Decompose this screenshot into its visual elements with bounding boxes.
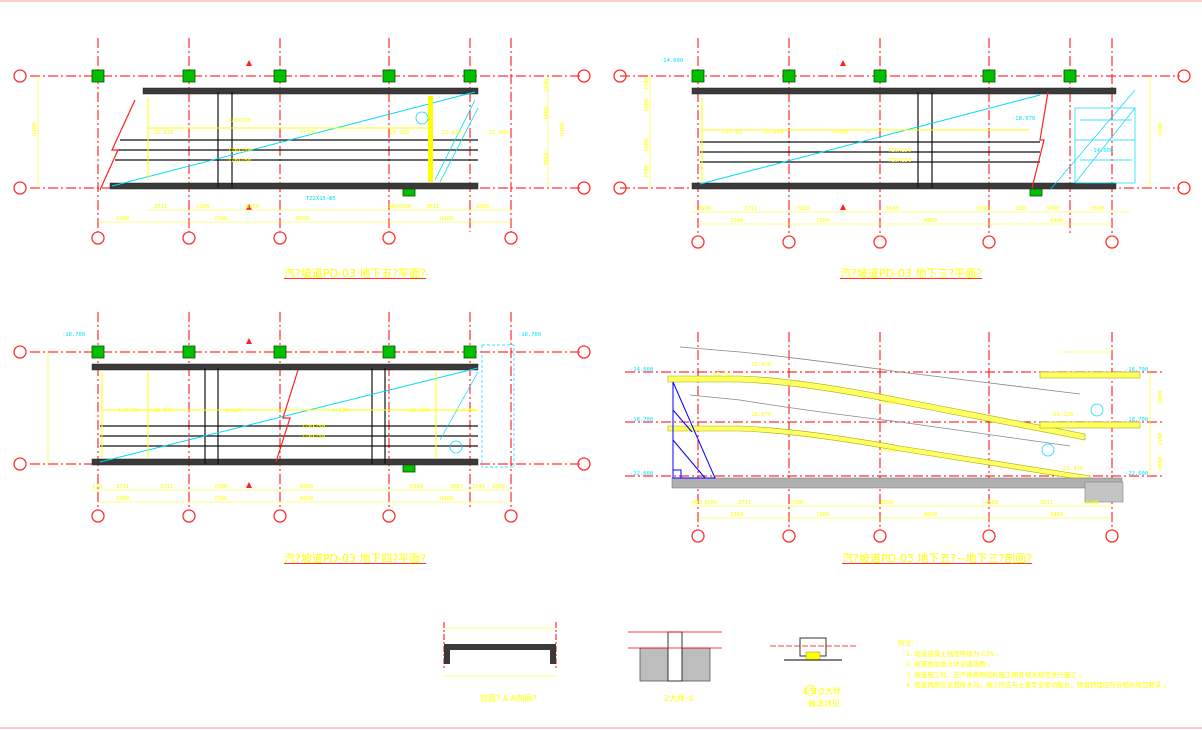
plan-b3 (613, 38, 1191, 249)
detail-1 (628, 631, 722, 682)
title-detail-2: ②节点大样 (802, 687, 842, 696)
title-plan-b3: 汽?坡道PD-03 地下三?平面? (840, 267, 983, 280)
general-notes: 附注： 1. 坡道混凝土强度等级为 C35 。 2. 坡道面层做法详见建施图 。… (898, 638, 1198, 691)
title-plan-b4: 汽?坡道PD-03 地下四?平面? (284, 552, 427, 565)
note-item: 4. 坡道两侧应设置排水沟，施工时应与土建专业密切配合，预留预埋应符合相关规范要… (906, 681, 1170, 689)
plan-b4 (13, 312, 591, 523)
title-detail-1: 2大样-① (664, 694, 696, 703)
note-item: 2. 坡道面层做法详见建施图 。 (906, 660, 995, 668)
plan-b5 (13, 38, 591, 245)
title-detail-a: 剖面? A-A剖面? (480, 694, 537, 703)
notes-heading: 附注： (898, 639, 918, 647)
note-item: 3. 坡道施工时，应严格按照结构施工图及相关规范进行施工 。 (906, 670, 1086, 679)
note-item: 1. 坡道混凝土强度等级为 C35 。 (906, 649, 1003, 658)
title-section: 汽?坡道PD-03 地下五?~地下三?剖面? (842, 552, 1033, 565)
title-detail-2-sub: 做法详见 (808, 699, 840, 708)
detail-2 (770, 637, 856, 696)
detail-a-a (443, 622, 557, 677)
title-plan-b5: 汽?坡道PD-03 地下五?平面? (284, 267, 427, 280)
section-b5-b3 (415, 111, 1165, 543)
